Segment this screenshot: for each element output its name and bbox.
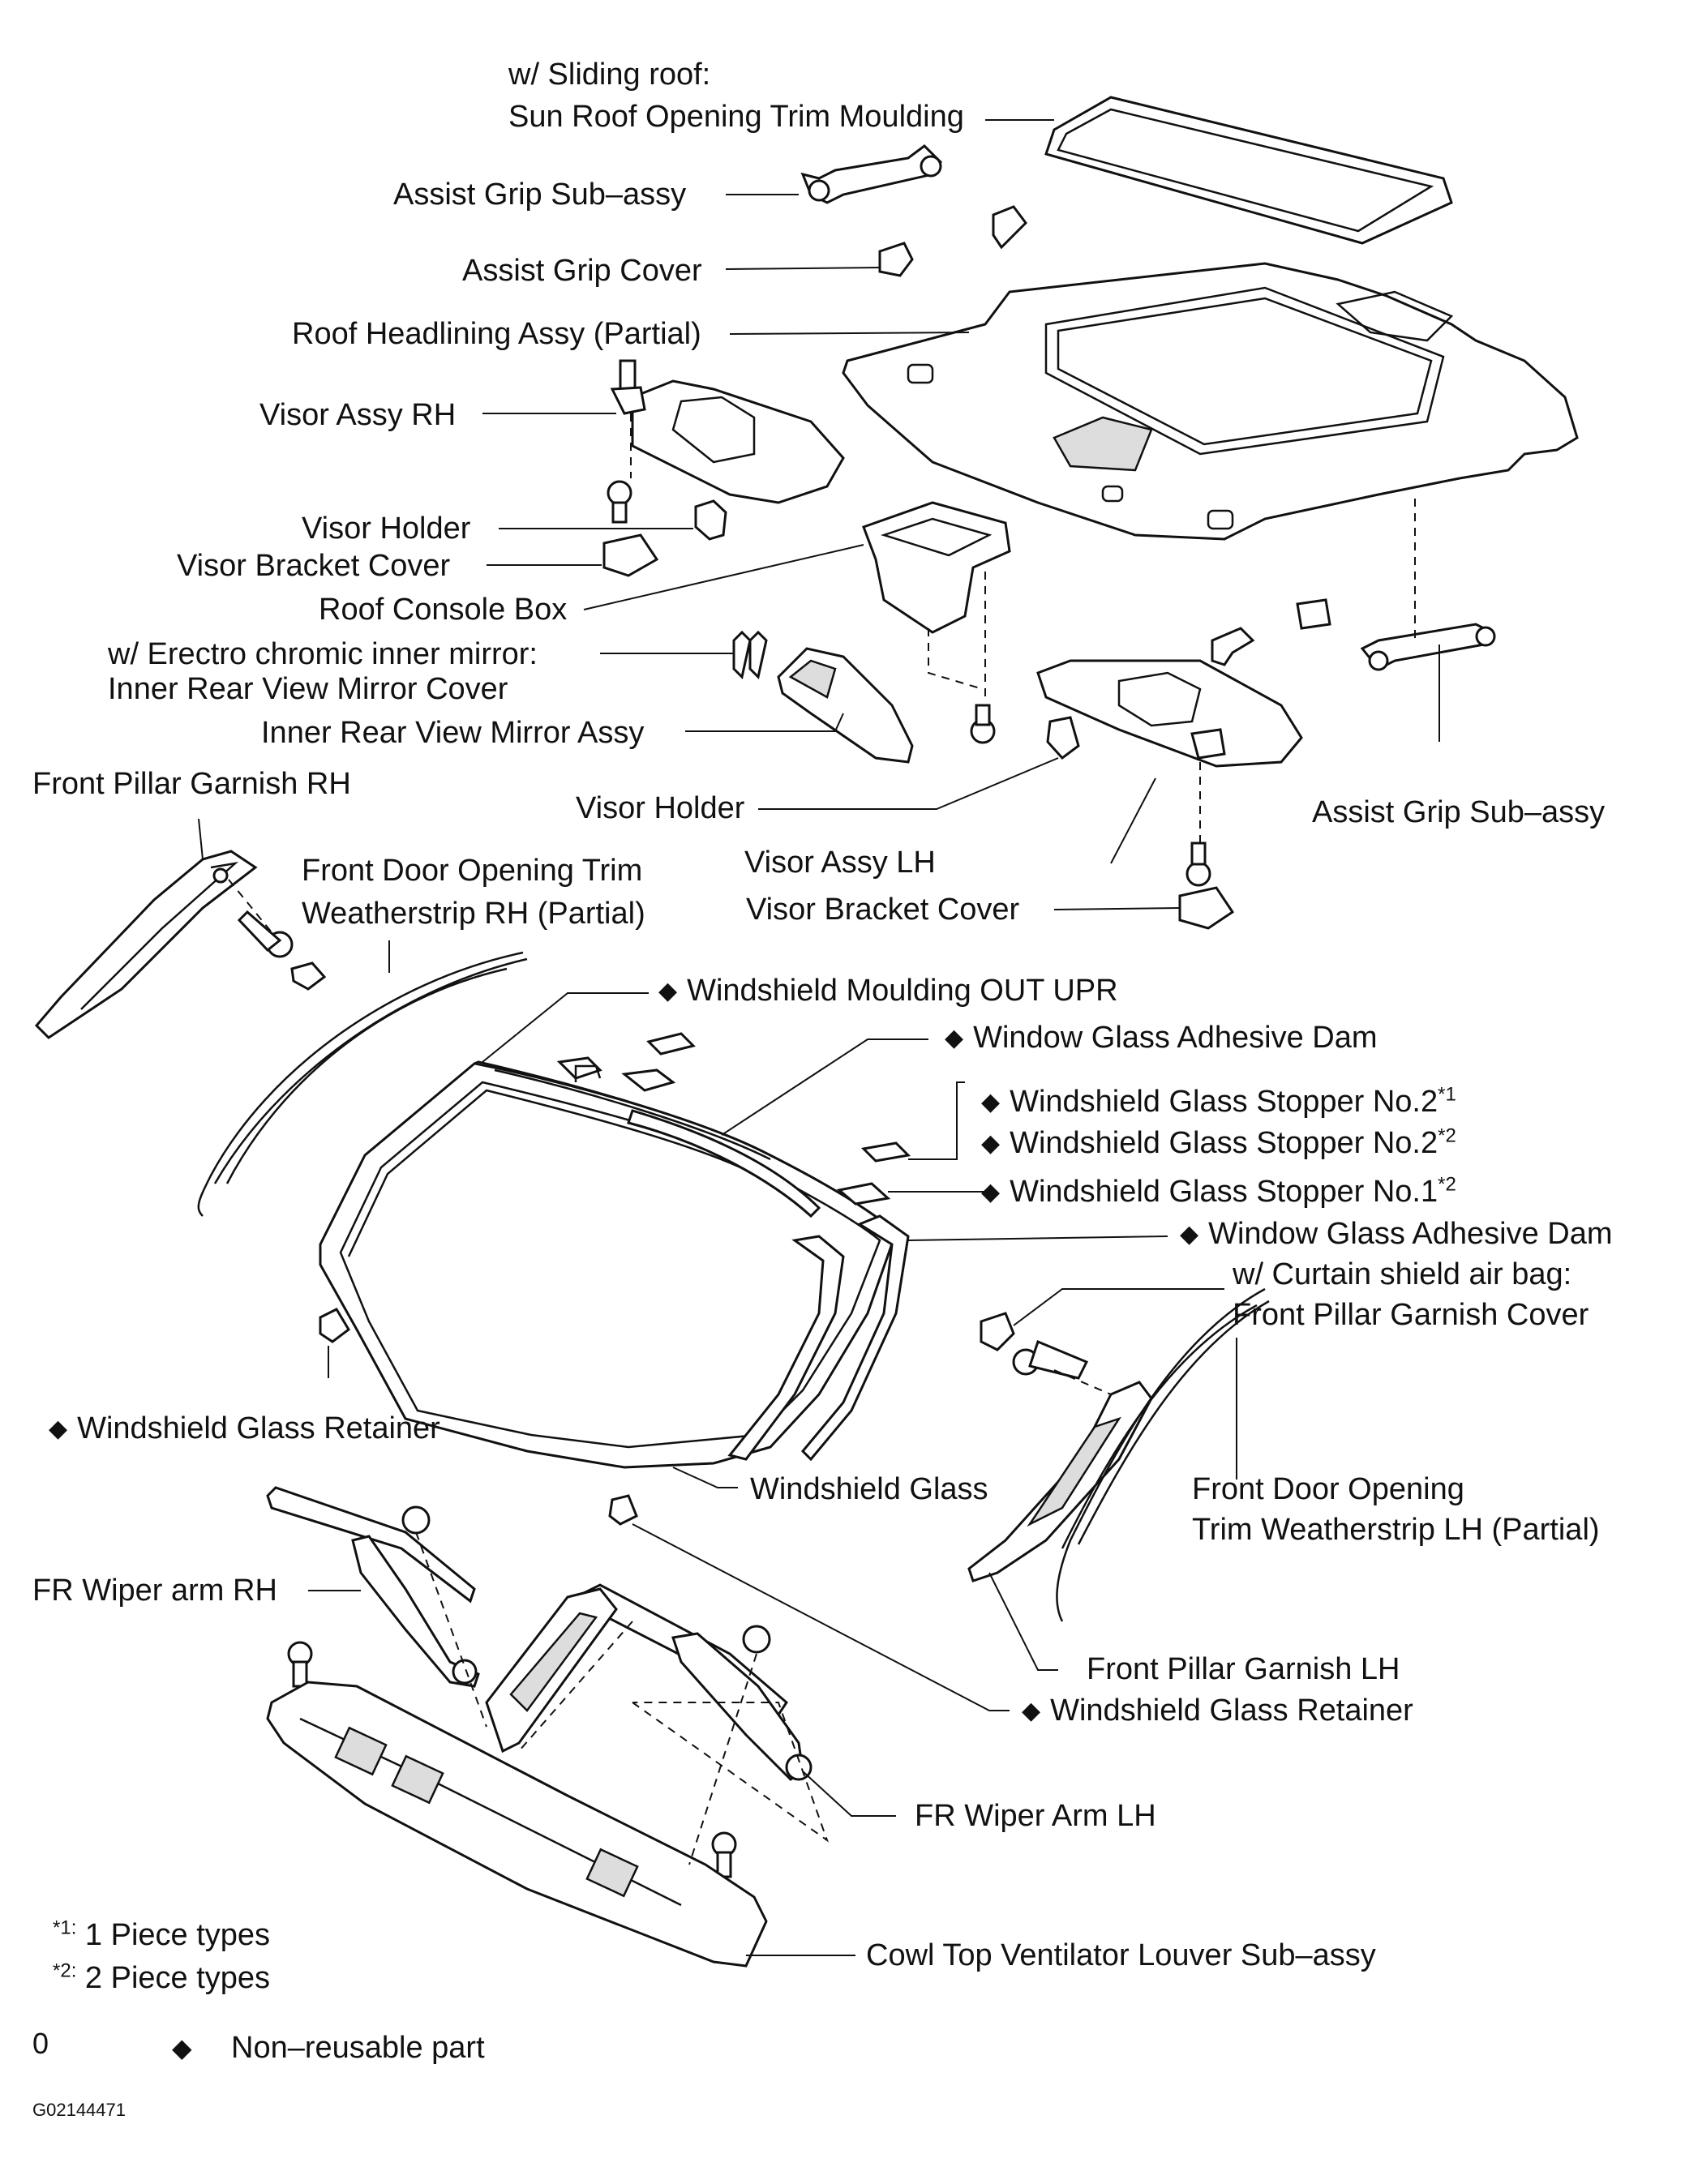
pillar-cover-dash — [1053, 1369, 1112, 1395]
label-glass-retainer-right: ◆Windshield Glass Retainer — [1022, 1694, 1413, 1728]
label-door-weatherstrip-rh-1: Front Door Opening Trim — [302, 854, 643, 888]
label-assist-grip-top: Assist Grip Sub–assy — [393, 178, 687, 212]
leader-lines — [198, 119, 1440, 1956]
inner-mirror-assy-part — [777, 647, 914, 764]
label-cowl-louver: Cowl Top Ventilator Louver Sub–assy — [866, 1938, 1376, 1972]
assist-grip-top-part — [800, 144, 942, 204]
legend-text: Non–reusable part — [231, 2031, 485, 2065]
label-pillar-cover: Front Pillar Garnish Cover — [1233, 1298, 1589, 1332]
label-roof-console-box: Roof Console Box — [319, 593, 568, 627]
visor-holder-mid-part — [1046, 716, 1080, 760]
label-sun-roof-moulding: Sun Roof Opening Trim Moulding — [508, 100, 964, 134]
figure-id: G02144471 — [32, 2100, 126, 2120]
wiper-arm-lh-part — [582, 1583, 812, 1781]
pillar-rh-clip — [290, 961, 327, 991]
label-visor-rh: Visor Assy RH — [259, 398, 457, 432]
label-door-weatherstrip-lh-2: Trim Weatherstrip LH (Partial) — [1192, 1513, 1600, 1547]
screws — [237, 480, 1211, 1878]
grip-cover-mid-2 — [1296, 598, 1331, 630]
legend-symbol: ◆ — [172, 2033, 192, 2062]
label-glass-retainer-left: ◆Windshield Glass Retainer — [49, 1411, 440, 1445]
label-stopper-no1: ◆Windshield Glass Stopper No.1*2 — [981, 1173, 1456, 1209]
door-weatherstrip-rh-part — [197, 951, 528, 1217]
footnote-1: *1: 1 Piece types — [53, 1916, 271, 1952]
install-dash-lines — [415, 1531, 829, 1865]
assist-grip-cover-part — [878, 242, 914, 277]
label-front-pillar-rh: Front Pillar Garnish RH — [32, 767, 351, 801]
glass-stoppers — [621, 1032, 911, 1205]
pillar-rh-screw-line — [228, 879, 272, 933]
label-assist-grip-right: Assist Grip Sub–assy — [1312, 795, 1606, 829]
footnote-2: *2: 2 Piece types — [53, 1959, 271, 1995]
label-adhesive-dam-2: ◆Window Glass Adhesive Dam — [1180, 1217, 1613, 1251]
visor-rh-part — [610, 359, 845, 504]
inner-mirror-cover-part — [732, 630, 768, 679]
label-adhesive-dam-1: ◆Window Glass Adhesive Dam — [945, 1021, 1378, 1055]
label-windshield-glass: Windshield Glass — [750, 1472, 988, 1506]
label-visor-bracket-cover-mid: Visor Bracket Cover — [746, 893, 1020, 927]
adhesive-dam-1-part — [556, 1056, 821, 1218]
roof-console-box-part — [862, 501, 1011, 634]
label-wiper-lh: FR Wiper Arm LH — [915, 1799, 1156, 1833]
wiper-arm-rh-part — [266, 1486, 480, 1688]
label-visor-lh: Visor Assy LH — [744, 846, 936, 880]
label-front-pillar-lh: Front Pillar Garnish LH — [1087, 1652, 1400, 1686]
non-reusable-icon: ◆ — [1022, 1698, 1041, 1724]
label-visor-bracket-cover-top: Visor Bracket Cover — [177, 549, 451, 583]
front-pillar-garnish-lh-part — [967, 1381, 1153, 1582]
non-reusable-icon: ◆ — [981, 1130, 1001, 1157]
adhesive-dam-2-part — [727, 1214, 910, 1462]
glass-retainer-right-part — [608, 1494, 638, 1526]
label-electro-condition: w/ Erectro chromic inner mirror: — [108, 637, 538, 671]
non-reusable-icon: ◆ — [981, 1179, 1001, 1205]
console-screw-lines — [928, 572, 986, 697]
visor-lh-part — [1036, 659, 1303, 768]
front-pillar-garnish-rh-part — [34, 850, 258, 1039]
label-assist-grip-cover: Assist Grip Cover — [462, 254, 702, 288]
non-reusable-icon: ◆ — [1180, 1221, 1199, 1248]
visor-holder-top-part — [694, 499, 727, 541]
non-reusable-icon: ◆ — [981, 1089, 1001, 1116]
non-reusable-icon: ◆ — [658, 978, 678, 1004]
grip-cover-mid-1 — [1211, 627, 1255, 666]
label-visor-holder-top: Visor Holder — [302, 512, 471, 546]
assist-grip-right-part — [1360, 623, 1496, 671]
label-visor-holder-mid: Visor Holder — [576, 791, 745, 825]
legend-zero: 0 — [32, 2027, 49, 2060]
label-sliding-roof-condition: w/ Sliding roof: — [508, 58, 711, 92]
cowl-louver-part — [266, 1587, 768, 1968]
non-reusable-icon: ◆ — [49, 1415, 68, 1442]
label-roof-headlining: Roof Headlining Assy (Partial) — [292, 317, 701, 351]
non-reusable-icon: ◆ — [945, 1025, 964, 1051]
assist-grip-cover-part-2 — [992, 205, 1027, 250]
glass-retainer-left-part — [319, 1308, 350, 1343]
roof-headlining-part — [842, 262, 1579, 541]
label-wiper-rh: FR Wiper arm RH — [32, 1574, 277, 1608]
visor-bracket-cover-mid-part — [1178, 886, 1235, 930]
pillar-cover-part — [980, 1312, 1015, 1351]
label-inner-mirror-cover: Inner Rear View Mirror Cover — [108, 672, 508, 706]
door-weatherstrip-lh-part — [1056, 1287, 1270, 1622]
label-inner-mirror-assy: Inner Rear View Mirror Assy — [261, 716, 645, 750]
windshield-moulding-part — [474, 1062, 771, 1161]
label-curtain-condition: w/ Curtain shield air bag: — [1233, 1257, 1572, 1291]
sun-roof-moulding-part — [1044, 96, 1453, 245]
windshield-glass-part — [319, 1060, 898, 1469]
visor-bracket-cover-top-part — [602, 533, 659, 577]
label-door-weatherstrip-rh-2: Weatherstrip RH (Partial) — [302, 897, 645, 931]
label-windshield-moulding: ◆Windshield Moulding OUT UPR — [658, 974, 1118, 1008]
label-stopper-no2-2: ◆Windshield Glass Stopper No.2*2 — [981, 1124, 1456, 1160]
label-door-weatherstrip-lh-1: Front Door Opening — [1192, 1472, 1464, 1506]
label-stopper-no2-1: ◆Windshield Glass Stopper No.2*1 — [981, 1083, 1456, 1119]
